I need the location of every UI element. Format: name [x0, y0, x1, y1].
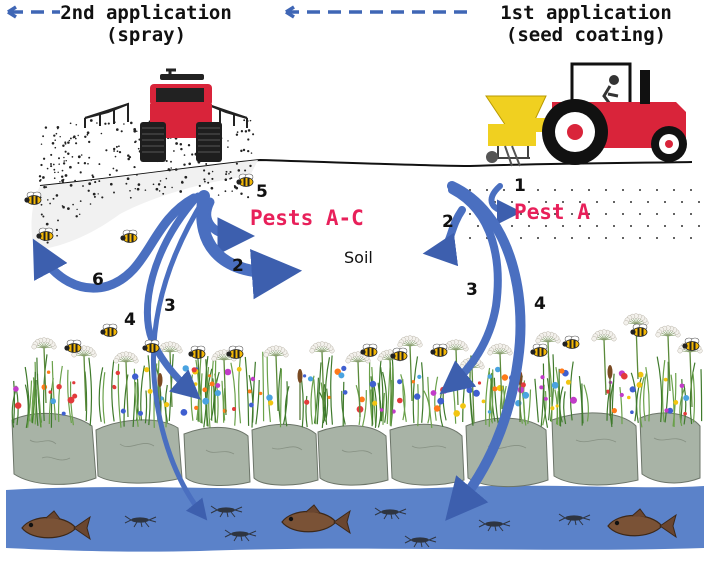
rock-layer: [11, 412, 701, 487]
pathway-number-left-5: 5: [256, 182, 268, 202]
pests-spray-label: Pests A-C: [250, 206, 364, 230]
water-body: [6, 485, 704, 552]
arrow-left-6: [32, 193, 199, 293]
arrow-left-3: [143, 192, 202, 400]
pathway-number-left-4: 4: [124, 310, 136, 330]
tractor-sprayer-icon: [84, 68, 248, 162]
pathway-number-left-2: 2: [232, 256, 244, 276]
soil-label: Soil: [344, 248, 373, 267]
arrow-left-2: [196, 190, 303, 300]
pathway-number-left-6: 6: [92, 270, 104, 290]
wildflower-meadow: [11, 313, 703, 429]
first-application-title: 1st application: [500, 2, 672, 24]
header-dashed-arrow-left: [7, 5, 60, 19]
soil-residue-dots: [469, 189, 700, 239]
first-application-subtitle: (seed coating): [505, 24, 667, 46]
arrow-right-4: [445, 181, 526, 521]
arrow-right-1: [488, 183, 523, 225]
first-application-heading: 1st application (seed coating): [468, 2, 704, 46]
pathway-arrows: [32, 181, 526, 521]
header-dashed-arrow-middle: [285, 5, 470, 19]
second-application-subtitle: (spray): [105, 24, 187, 46]
pathway-number-right-1: 1: [514, 176, 526, 196]
seeding-tractor-icon: [485, 62, 687, 167]
pathway-number-right-2: 2: [442, 212, 454, 232]
second-application-title: 2nd application: [60, 2, 232, 24]
pest-seed-label: Pest A: [514, 200, 590, 224]
second-application-heading: 2nd application (spray): [6, 2, 286, 46]
arrow-right-3: [439, 186, 502, 395]
pathway-number-right-4: 4: [534, 294, 546, 314]
arrow-right-2: [422, 206, 466, 267]
pathway-number-right-3: 3: [466, 280, 478, 300]
arrow-left-5: [202, 197, 256, 255]
arrow-left-4: [150, 193, 209, 521]
pathway-number-left-3: 3: [164, 296, 176, 316]
